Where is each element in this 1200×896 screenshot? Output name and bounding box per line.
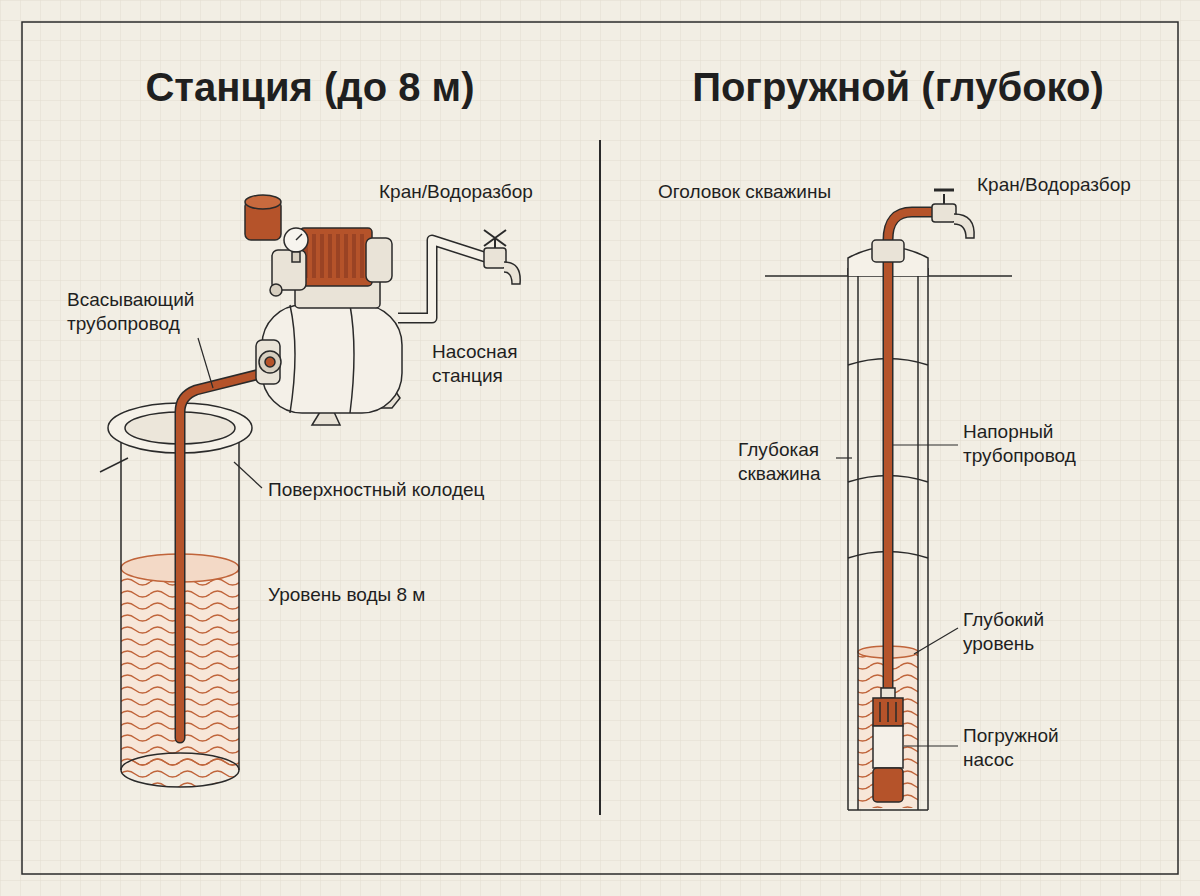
part-label: Насосная станция	[432, 340, 542, 388]
column-heading: Станция (до 8 м)	[90, 62, 530, 112]
pressure-pipe	[872, 212, 936, 690]
part-label: Погружной насос	[963, 724, 1073, 772]
faucet	[932, 190, 974, 238]
part-label: Кран/Водоразбор	[379, 180, 579, 204]
column-heading: Погружной (глубоко)	[648, 62, 1148, 112]
part-label: Оголовок скважины	[658, 180, 858, 204]
pump-station	[245, 195, 402, 425]
part-label: Уровень воды 8 м	[268, 583, 468, 607]
frame	[22, 22, 1178, 874]
part-label: Всасывающий трубопровод	[67, 288, 217, 336]
part-label: Напорный трубопровод	[963, 420, 1093, 468]
outlet-pipe	[398, 230, 520, 318]
leader-lines	[198, 338, 958, 746]
part-label: Кран/Водоразбор	[977, 173, 1177, 197]
part-label: Глубокий уровень	[963, 608, 1073, 656]
part-label: Поверхностный колодец	[268, 478, 528, 502]
suction-pipe	[180, 372, 268, 738]
divider	[599, 140, 601, 815]
submersible-pump	[873, 688, 903, 802]
part-label: Глубокая скважина	[738, 438, 838, 486]
